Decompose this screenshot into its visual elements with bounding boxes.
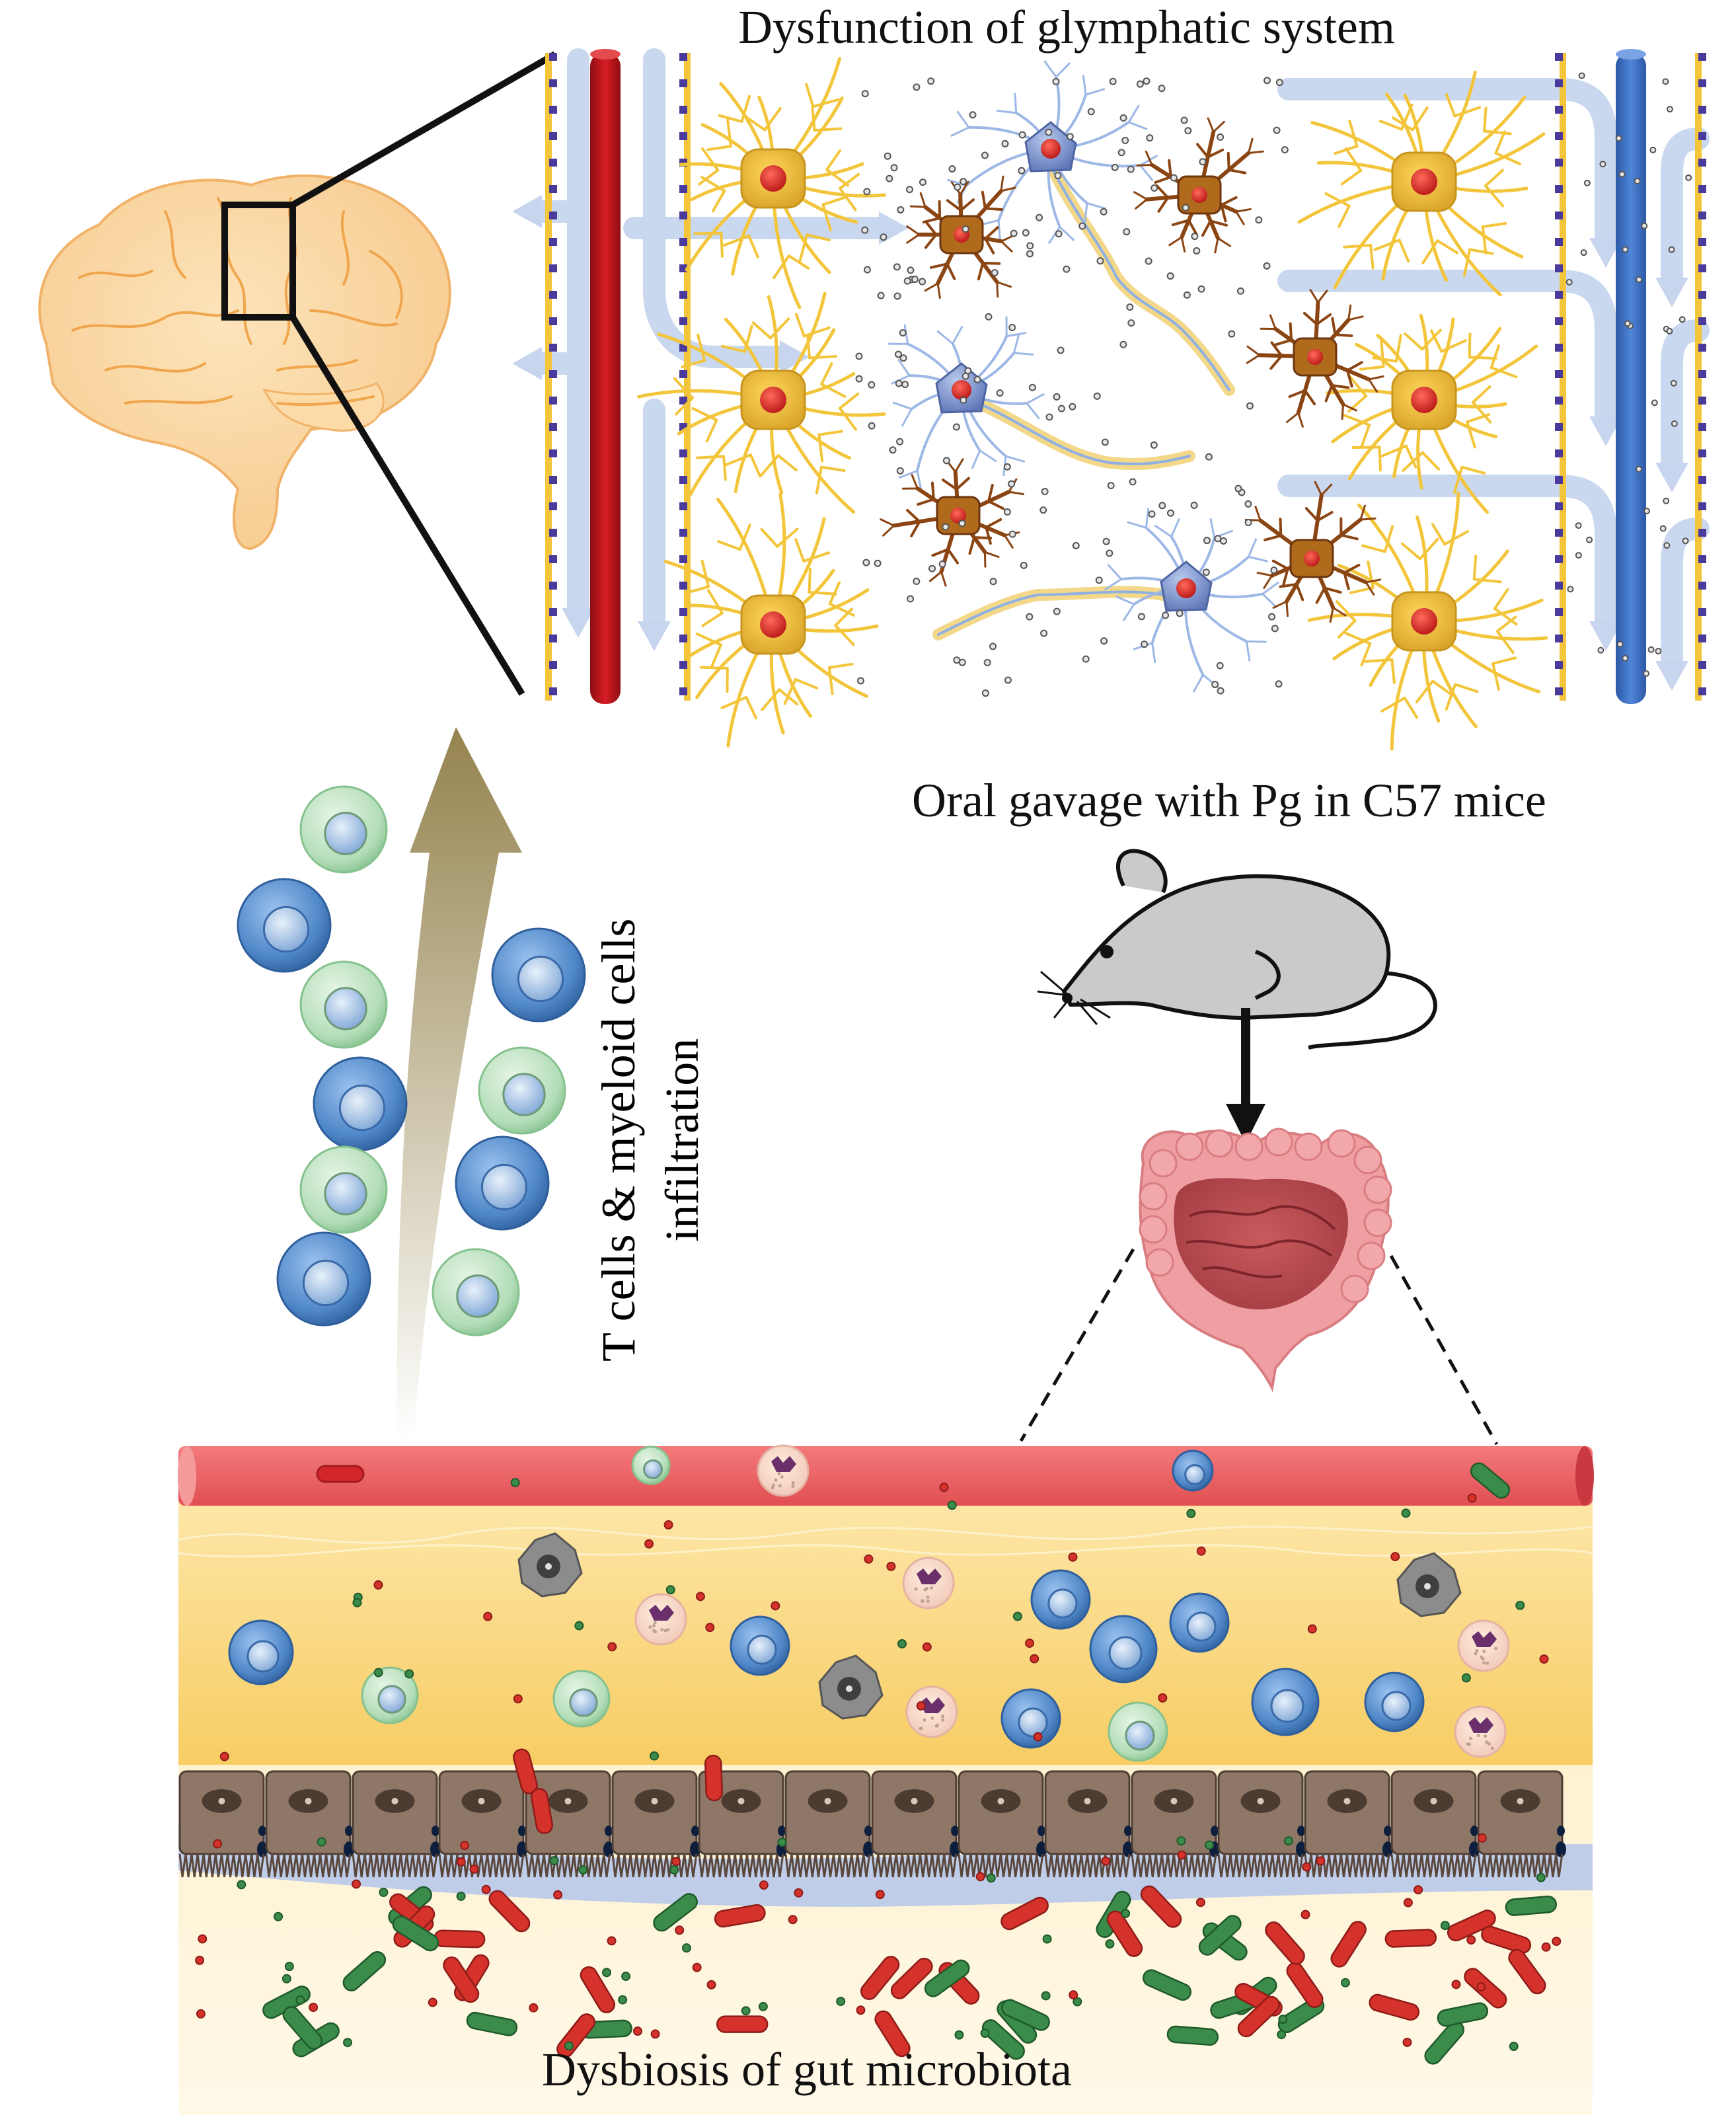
t-cell-icon	[456, 1137, 548, 1229]
myeloid-cell-icon	[301, 787, 387, 872]
myeloid-cell-icon	[1109, 1703, 1167, 1761]
infiltration-label-line1: T cells & myeloid cells	[587, 918, 650, 1362]
t-cell-icon	[1365, 1673, 1423, 1731]
perivascular-endfeet	[548, 53, 1702, 701]
t-cell-icon	[314, 1058, 406, 1150]
myeloid-cell-icon	[479, 1048, 565, 1134]
glymphatic-panel	[512, 49, 1702, 749]
infiltration-label-line2: infiltration	[650, 918, 714, 1362]
dendritic-cell	[903, 1558, 954, 1608]
t-cell-icon	[238, 879, 330, 972]
myeloid-cell-icon	[301, 1147, 387, 1233]
astrocyte-icon	[1299, 72, 1544, 295]
neuron-icon	[1104, 508, 1279, 693]
bacterium	[1167, 2026, 1219, 2046]
dendritic-cell	[758, 1446, 808, 1496]
t-cell-icon	[229, 1621, 293, 1684]
microglia-icon	[1247, 290, 1383, 427]
bacterium	[705, 1756, 722, 1801]
astrocyte-icon	[665, 494, 877, 746]
gut-section	[178, 1446, 1594, 2115]
t-cell-icon	[1032, 1570, 1090, 1629]
brain-icon	[40, 176, 450, 549]
dysbiosis-title: Dysbiosis of gut microbiota	[542, 2042, 1072, 2097]
dendritic-cell	[907, 1687, 957, 1737]
astrocyte-icon	[681, 59, 884, 307]
gavage-arrow	[1226, 1008, 1265, 1143]
intestine-icon	[1140, 1129, 1391, 1388]
glymphatic-title: Dysfunction of glymphatic system	[738, 0, 1395, 55]
t-cell-icon	[278, 1233, 370, 1325]
microglia-icon	[881, 459, 1024, 586]
myeloid-cell-icon	[433, 1249, 519, 1335]
bacterium	[717, 2017, 767, 2032]
t-cell-icon	[1252, 1669, 1318, 1735]
myeloid-cell-icon	[301, 962, 387, 1048]
microglia-icon	[1246, 482, 1380, 622]
t-cell-icon	[1170, 1594, 1228, 1652]
myeloid-cell-icon	[554, 1671, 609, 1726]
myeloid-cell-icon	[632, 1447, 669, 1484]
bacterium	[1385, 1929, 1436, 1947]
t-cell-icon	[492, 929, 585, 1021]
artery	[590, 53, 621, 704]
epithelium	[180, 1771, 1566, 1877]
vein	[1616, 53, 1646, 704]
dendritic-cell	[636, 1594, 686, 1644]
red-blood-cell	[317, 1466, 363, 1482]
bacterium	[434, 1930, 485, 1947]
gavage-title: Oral gavage with Pg in C57 mice	[912, 773, 1546, 828]
t-cell-icon	[1090, 1616, 1156, 1682]
bacterium	[1505, 1896, 1557, 1915]
t-cell-icon	[731, 1617, 789, 1675]
gut-blood-vessel	[178, 1446, 1594, 1506]
neuron-icon	[888, 317, 1045, 490]
dendritic-cell	[1458, 1621, 1509, 1671]
mouse-icon	[1038, 851, 1435, 1048]
t-cell-icon	[1173, 1451, 1213, 1490]
t-cell-icon	[1002, 1689, 1060, 1748]
dendritic-cell	[1455, 1707, 1505, 1757]
